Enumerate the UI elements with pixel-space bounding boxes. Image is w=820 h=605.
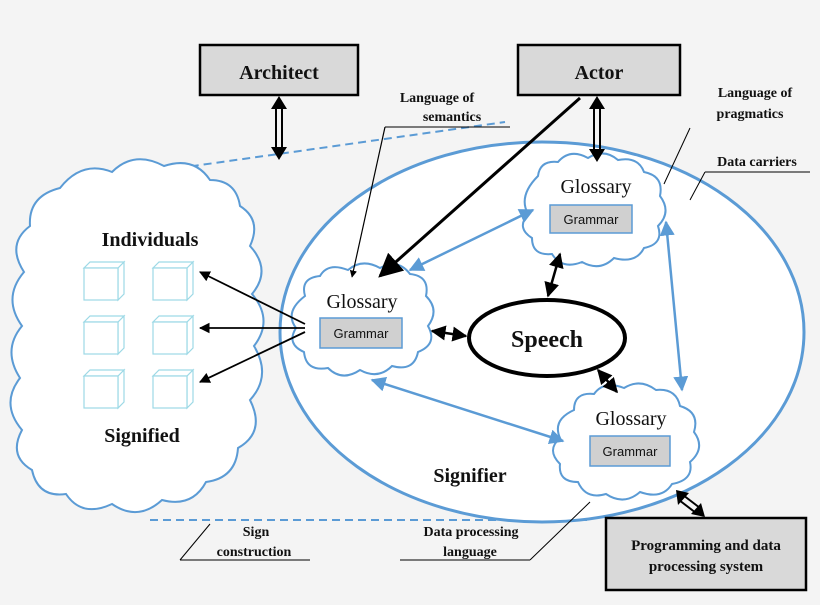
glossary-left-top-right-arrow bbox=[408, 208, 535, 272]
programming-double-arrow bbox=[676, 490, 705, 517]
semantics-leader bbox=[349, 126, 386, 278]
grammar-label-top-right: Grammar bbox=[564, 212, 620, 227]
speech-top-glossary-arrow bbox=[544, 252, 564, 298]
grammar-label-left: Grammar bbox=[334, 326, 390, 341]
sign-construction-line1: Sign bbox=[243, 525, 270, 540]
architect-label: Architect bbox=[239, 62, 319, 84]
cube-icon bbox=[82, 314, 126, 356]
glossary-title-top-right: Glossary bbox=[560, 176, 631, 198]
glossary-to-individual-1-arrow bbox=[199, 271, 306, 325]
glossary-top-right-bottom-right-arrow bbox=[659, 220, 689, 392]
cube-icon bbox=[82, 368, 126, 410]
glossary-title-bottom-right: Glossary bbox=[595, 408, 666, 430]
sign-construction-line2: construction bbox=[217, 545, 292, 560]
actor-double-arrow bbox=[589, 96, 605, 162]
glossary-title-left: Glossary bbox=[326, 291, 397, 313]
glossary-to-individual-3-arrow bbox=[199, 331, 306, 383]
data-processing-line2: language bbox=[443, 545, 497, 560]
architect-double-arrow bbox=[271, 96, 287, 160]
signifier-label: Signifier bbox=[433, 465, 506, 487]
grammar-box-bottom-right bbox=[589, 435, 671, 467]
data-carriers-leader bbox=[689, 171, 706, 201]
signified-label: Signified bbox=[104, 425, 180, 447]
actor-label: Actor bbox=[575, 62, 624, 84]
cube-icon bbox=[151, 314, 195, 356]
pragmatics-annotation-line2: pragmatics bbox=[717, 107, 784, 122]
speech-ellipse bbox=[467, 298, 627, 378]
grammar-box-top-right bbox=[549, 204, 633, 234]
sign-construction-leader bbox=[179, 523, 211, 561]
semantics-annotation-line1: Language of bbox=[400, 91, 475, 106]
actor-box bbox=[516, 43, 682, 97]
data-carriers-annotation: Data carriers bbox=[717, 155, 797, 170]
architect-box bbox=[198, 43, 360, 97]
individuals-cubes bbox=[82, 260, 195, 410]
data-processing-leader bbox=[529, 501, 591, 561]
grammar-label-bottom-right: Grammar bbox=[603, 444, 659, 459]
programming-label-line2: processing system bbox=[649, 559, 764, 575]
pragmatics-leader bbox=[663, 127, 691, 185]
grammar-box-left bbox=[319, 317, 403, 349]
pragmatics-annotation-line1: Language of bbox=[718, 86, 793, 101]
programming-box bbox=[604, 516, 808, 592]
programming-label-line1: Programming and data bbox=[631, 538, 781, 554]
speech-label: Speech bbox=[511, 327, 583, 353]
glossary-left-bottom-right-arrow bbox=[370, 376, 565, 445]
speech-bottom-glossary-arrow bbox=[597, 368, 618, 394]
individuals-label: Individuals bbox=[102, 229, 199, 251]
grammar-speech-arrow bbox=[430, 325, 468, 342]
dashed-line-top bbox=[164, 121, 506, 171]
data-processing-line1: Data processing bbox=[423, 525, 518, 540]
semantics-annotation-line2: semantics bbox=[423, 110, 482, 125]
cube-icon bbox=[82, 260, 126, 302]
cube-icon bbox=[151, 368, 195, 410]
cube-icon bbox=[151, 260, 195, 302]
signified-cloud bbox=[9, 158, 265, 513]
